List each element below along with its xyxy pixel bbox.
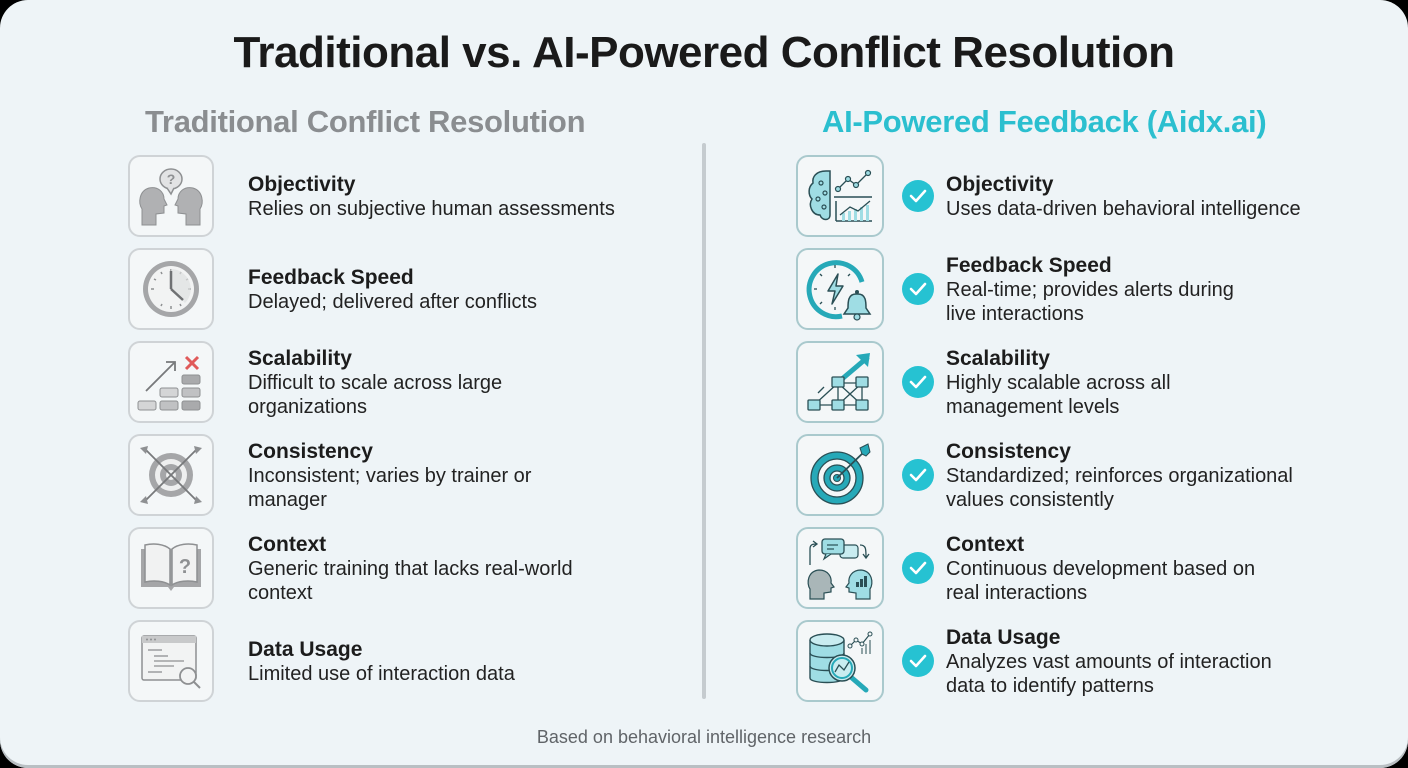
item-description: manager [248,488,327,511]
item-label: Feedback Speed [946,253,1112,277]
list-item: Feedback Speed Real-time; provides alert… [796,248,1234,330]
item-description: Generic training that lacks real-world [248,557,573,580]
svg-text:?: ? [167,171,176,187]
item-description: organizations [248,395,367,418]
book-question-icon: ? [128,527,214,609]
item-label: Objectivity [946,172,1054,196]
item-description: Difficult to scale across large [248,371,503,394]
database-magnifier-icon [796,620,884,702]
item-description: live interactions [946,302,1084,325]
item-label: Scalability [248,346,352,370]
list-item: Consistency Inconsistent; varies by trai… [128,434,531,516]
list-item: Feedback Speed Delayed; delivered after … [128,248,537,330]
ai-column-heading: AI-Powered Feedback (Aidx.ai) [822,104,1267,139]
item-description: Limited use of interaction data [248,662,515,685]
item-description: Uses data-driven behavioral intelligence [946,197,1301,220]
item-description: Continuous development based on [946,557,1256,580]
checkmark-icon [902,459,934,491]
list-item: ? Context Generic training that lacks re… [128,527,573,609]
traditional-column-heading: Traditional Conflict Resolution [145,104,586,139]
target-scattered-arrows-icon [128,434,214,516]
list-item: Data Usage Analyzes vast amounts of inte… [796,620,1272,702]
target-bullseye-icon [796,434,884,516]
checkmark-icon [902,180,934,212]
item-label: Feedback Speed [248,265,414,289]
item-label: Context [946,532,1025,556]
item-description: context [248,581,313,604]
item-description: Analyzes vast amounts of interaction [946,650,1272,673]
list-item: Context Continuous development based on … [796,527,1255,609]
heads-conversation-icon [796,527,884,609]
two-heads-question-icon: ? [128,155,214,237]
item-label: Consistency [946,439,1071,463]
item-description: Delayed; delivered after conflicts [248,290,538,313]
item-description: data to identify patterns [946,674,1154,697]
item-label: Objectivity [248,172,356,196]
list-item: ? Objectivity Relies on subjective human… [128,155,615,237]
item-description: Relies on subjective human assessments [248,197,615,220]
list-item: Data Usage Limited use of interaction da… [128,620,515,702]
network-growth-icon [796,341,884,423]
item-description: real interactions [946,581,1088,604]
column-divider [702,143,706,699]
item-label: Consistency [248,439,373,463]
list-item: Consistency Standardized; reinforces org… [796,434,1293,516]
item-description: Real-time; provides alerts during [946,278,1234,301]
blocks-with-x-icon [128,341,214,423]
clock-icon [128,248,214,330]
checkmark-icon [902,645,934,677]
document-magnifier-icon [128,620,214,702]
list-item: Scalability Highly scalable across all m… [796,341,1171,423]
page-title: Traditional vs. AI-Powered Conflict Reso… [233,28,1175,77]
item-description: values consistently [946,488,1114,511]
clock-lightning-bell-icon [796,248,884,330]
list-item: Objectivity Uses data-driven behavioral … [796,155,1301,237]
svg-text:?: ? [179,556,191,578]
item-label: Data Usage [946,625,1061,649]
item-description: management levels [946,395,1120,418]
item-description: Highly scalable across all [946,371,1171,394]
checkmark-icon [902,552,934,584]
footer-note: Based on behavioral intelligence researc… [536,727,872,747]
brain-chart-icon [796,155,884,237]
item-description: Standardized; reinforces organizational [946,464,1293,487]
item-label: Data Usage [248,637,363,661]
list-item: Scalability Difficult to scale across la… [128,341,502,423]
item-description: Inconsistent; varies by trainer or [248,464,532,487]
item-label: Scalability [946,346,1050,370]
checkmark-icon [902,366,934,398]
item-label: Context [248,532,327,556]
checkmark-icon [902,273,934,305]
